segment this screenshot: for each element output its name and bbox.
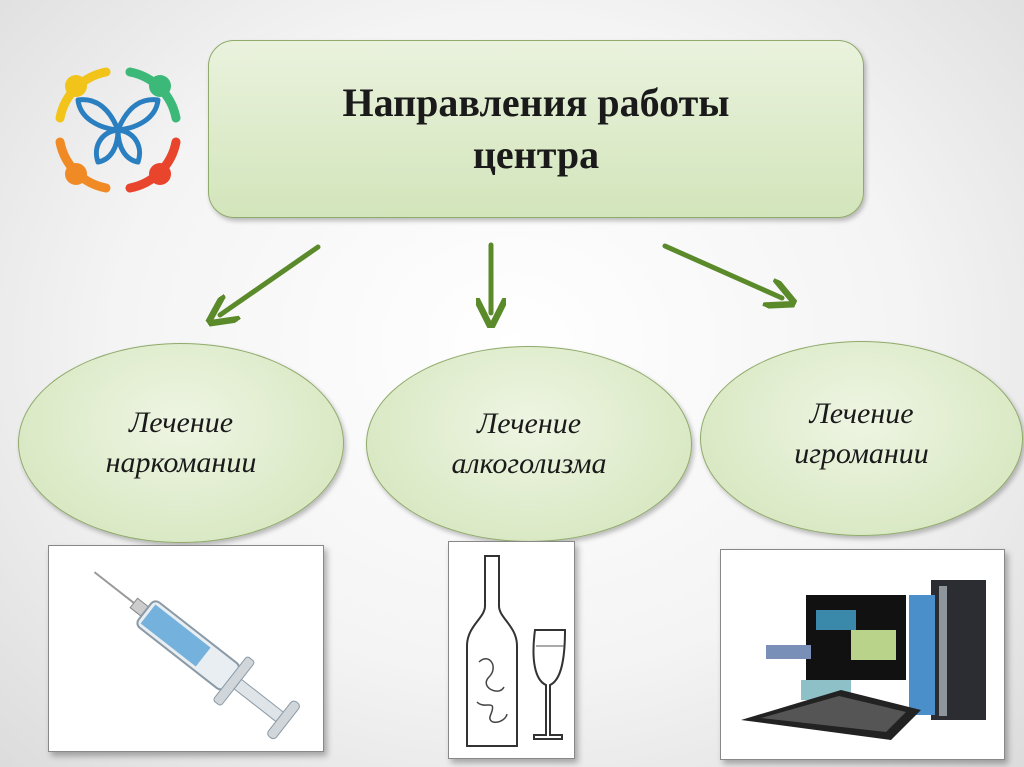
title-box: Направления работы центра <box>208 40 864 218</box>
computer-image <box>720 549 1005 760</box>
direction-drug-addiction: Лечение наркомании <box>18 343 344 543</box>
arrow-left <box>220 244 321 315</box>
bottle-glass-image <box>448 541 575 759</box>
ellipse-line-2: игромании <box>794 436 929 470</box>
ellipse-line-2: алкоголизма <box>451 447 607 480</box>
title-line-1: Направления работы <box>342 80 730 125</box>
ellipse-line-1: Лечение <box>128 406 234 439</box>
logo <box>55 67 181 193</box>
direction-gambling: Лечение игромании <box>700 341 1023 536</box>
ellipse-line-1: Лечение <box>476 407 582 440</box>
direction-alcoholism: Лечение алкоголизма <box>366 346 692 542</box>
ellipse-line-2: наркомании <box>105 446 257 479</box>
arrow-right <box>662 243 782 298</box>
syringe-image <box>48 545 324 752</box>
ellipse-line-1: Лечение <box>809 396 914 430</box>
title-line-2: центра <box>472 132 600 177</box>
